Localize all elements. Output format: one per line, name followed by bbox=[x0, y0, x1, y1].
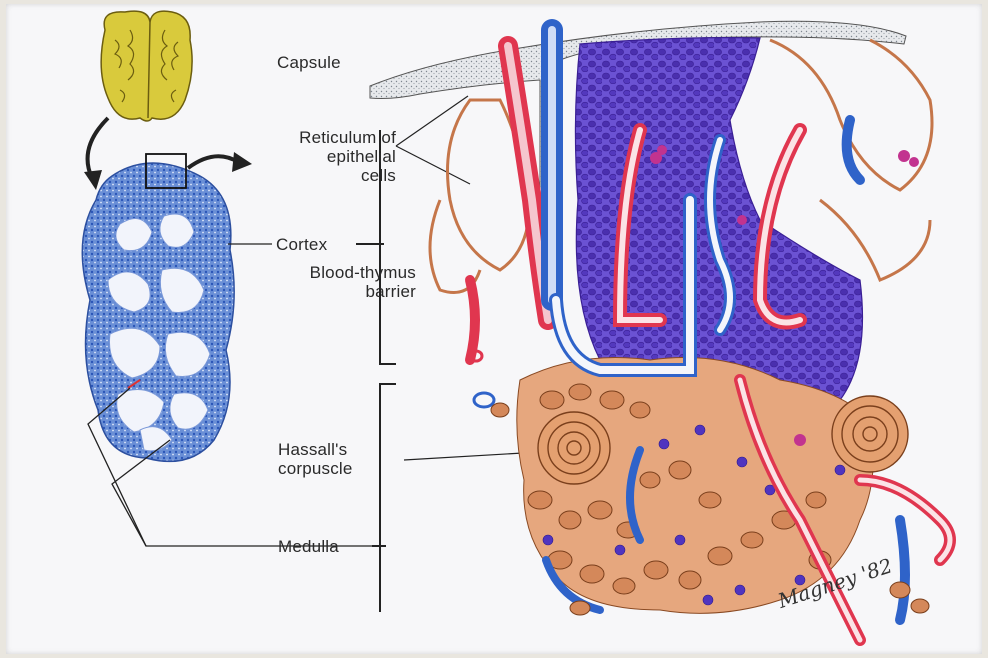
reticulum-label-line1: Reticulum of bbox=[268, 128, 396, 147]
region-bracket bbox=[356, 130, 396, 612]
thymus-gross-view-icon bbox=[101, 11, 192, 121]
hassall-label-line2: corpuscle bbox=[278, 459, 353, 478]
cortex-label: Cortex bbox=[276, 235, 327, 254]
hassalls-corpuscle-right bbox=[832, 396, 908, 472]
scattered-vessels bbox=[470, 351, 494, 407]
reticulum-label-line3: cells bbox=[268, 166, 396, 185]
magnify-arrowhead-icon bbox=[232, 152, 252, 172]
capsule-label: Capsule bbox=[277, 53, 341, 72]
arrowhead-icon bbox=[84, 170, 102, 190]
magnify-arrow-icon bbox=[188, 156, 238, 168]
blood-thymus-barrier-label: Blood-thymus barrier bbox=[268, 263, 416, 301]
medulla-label: Medulla bbox=[278, 537, 339, 556]
hassalls-corpuscle-left bbox=[538, 412, 610, 484]
barrier-label-line1: Blood-thymus bbox=[268, 263, 416, 282]
thymus-lobe-section bbox=[82, 163, 234, 461]
hassall-label-line1: Hassall's bbox=[278, 440, 353, 459]
thymus-histology-block bbox=[370, 21, 950, 640]
curved-arrow-icon bbox=[88, 118, 108, 178]
reticulum-label-line2: epithelial bbox=[268, 147, 396, 166]
hassalls-corpuscle-label: Hassall's corpuscle bbox=[278, 440, 353, 478]
reticulum-label: Reticulum of epithelial cells bbox=[268, 128, 396, 185]
barrier-label-line2: barrier bbox=[268, 282, 416, 301]
